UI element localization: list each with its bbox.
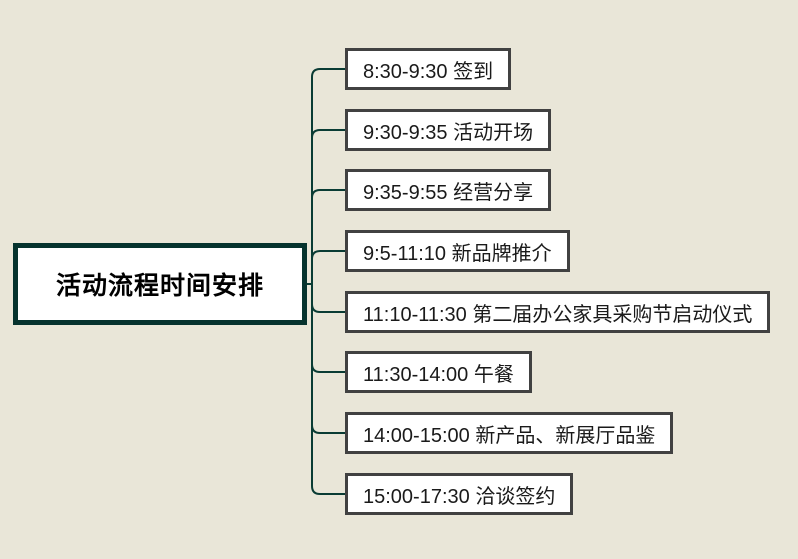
root-topic-node[interactable]: 活动流程时间安排 [13,243,307,325]
branch-node-opening[interactable]: 9:30-9:35 活动开场 [345,109,552,151]
root-topic-label: 活动流程时间安排 [55,272,264,300]
branch-connector-line [311,250,346,260]
branch-connector-line [311,424,346,434]
branch-connector-line [311,189,346,199]
branch-node-label: 11:30-14:00 午餐 [363,363,514,386]
branch-node-negotiation-signing[interactable]: 15:00-17:30 洽谈签约 [345,473,574,515]
branch-node-signin[interactable]: 8:30-9:30 签到 [345,48,512,90]
branch-node-label: 15:00-17:30 洽谈签约 [363,485,556,508]
branch-node-launch-ceremony[interactable]: 11:10-11:30 第二届办公家具采购节启动仪式 [345,291,771,333]
branch-connector-line [311,363,346,373]
branch-node-label: 11:10-11:30 第二届办公家具采购节启动仪式 [363,303,753,326]
branch-node-product-showroom[interactable]: 14:00-15:00 新产品、新展厅品鉴 [345,412,674,454]
branch-node-label: 8:30-9:30 签到 [363,60,494,83]
branch-connector-line [311,129,346,139]
branch-node-label: 9:5-11:10 新品牌推介 [363,242,552,265]
branch-node-label: 14:00-15:00 新产品、新展厅品鉴 [363,424,656,447]
branch-node-label: 9:30-9:35 活动开场 [363,121,534,144]
branch-node-lunch[interactable]: 11:30-14:00 午餐 [345,351,532,393]
branch-connector-line [311,303,346,313]
branch-node-new-brand-intro[interactable]: 9:5-11:10 新品牌推介 [345,230,570,272]
trunk-line [311,68,346,495]
branch-node-business-sharing[interactable]: 9:35-9:55 经营分享 [345,169,552,211]
branch-node-label: 9:35-9:55 经营分享 [363,181,534,204]
